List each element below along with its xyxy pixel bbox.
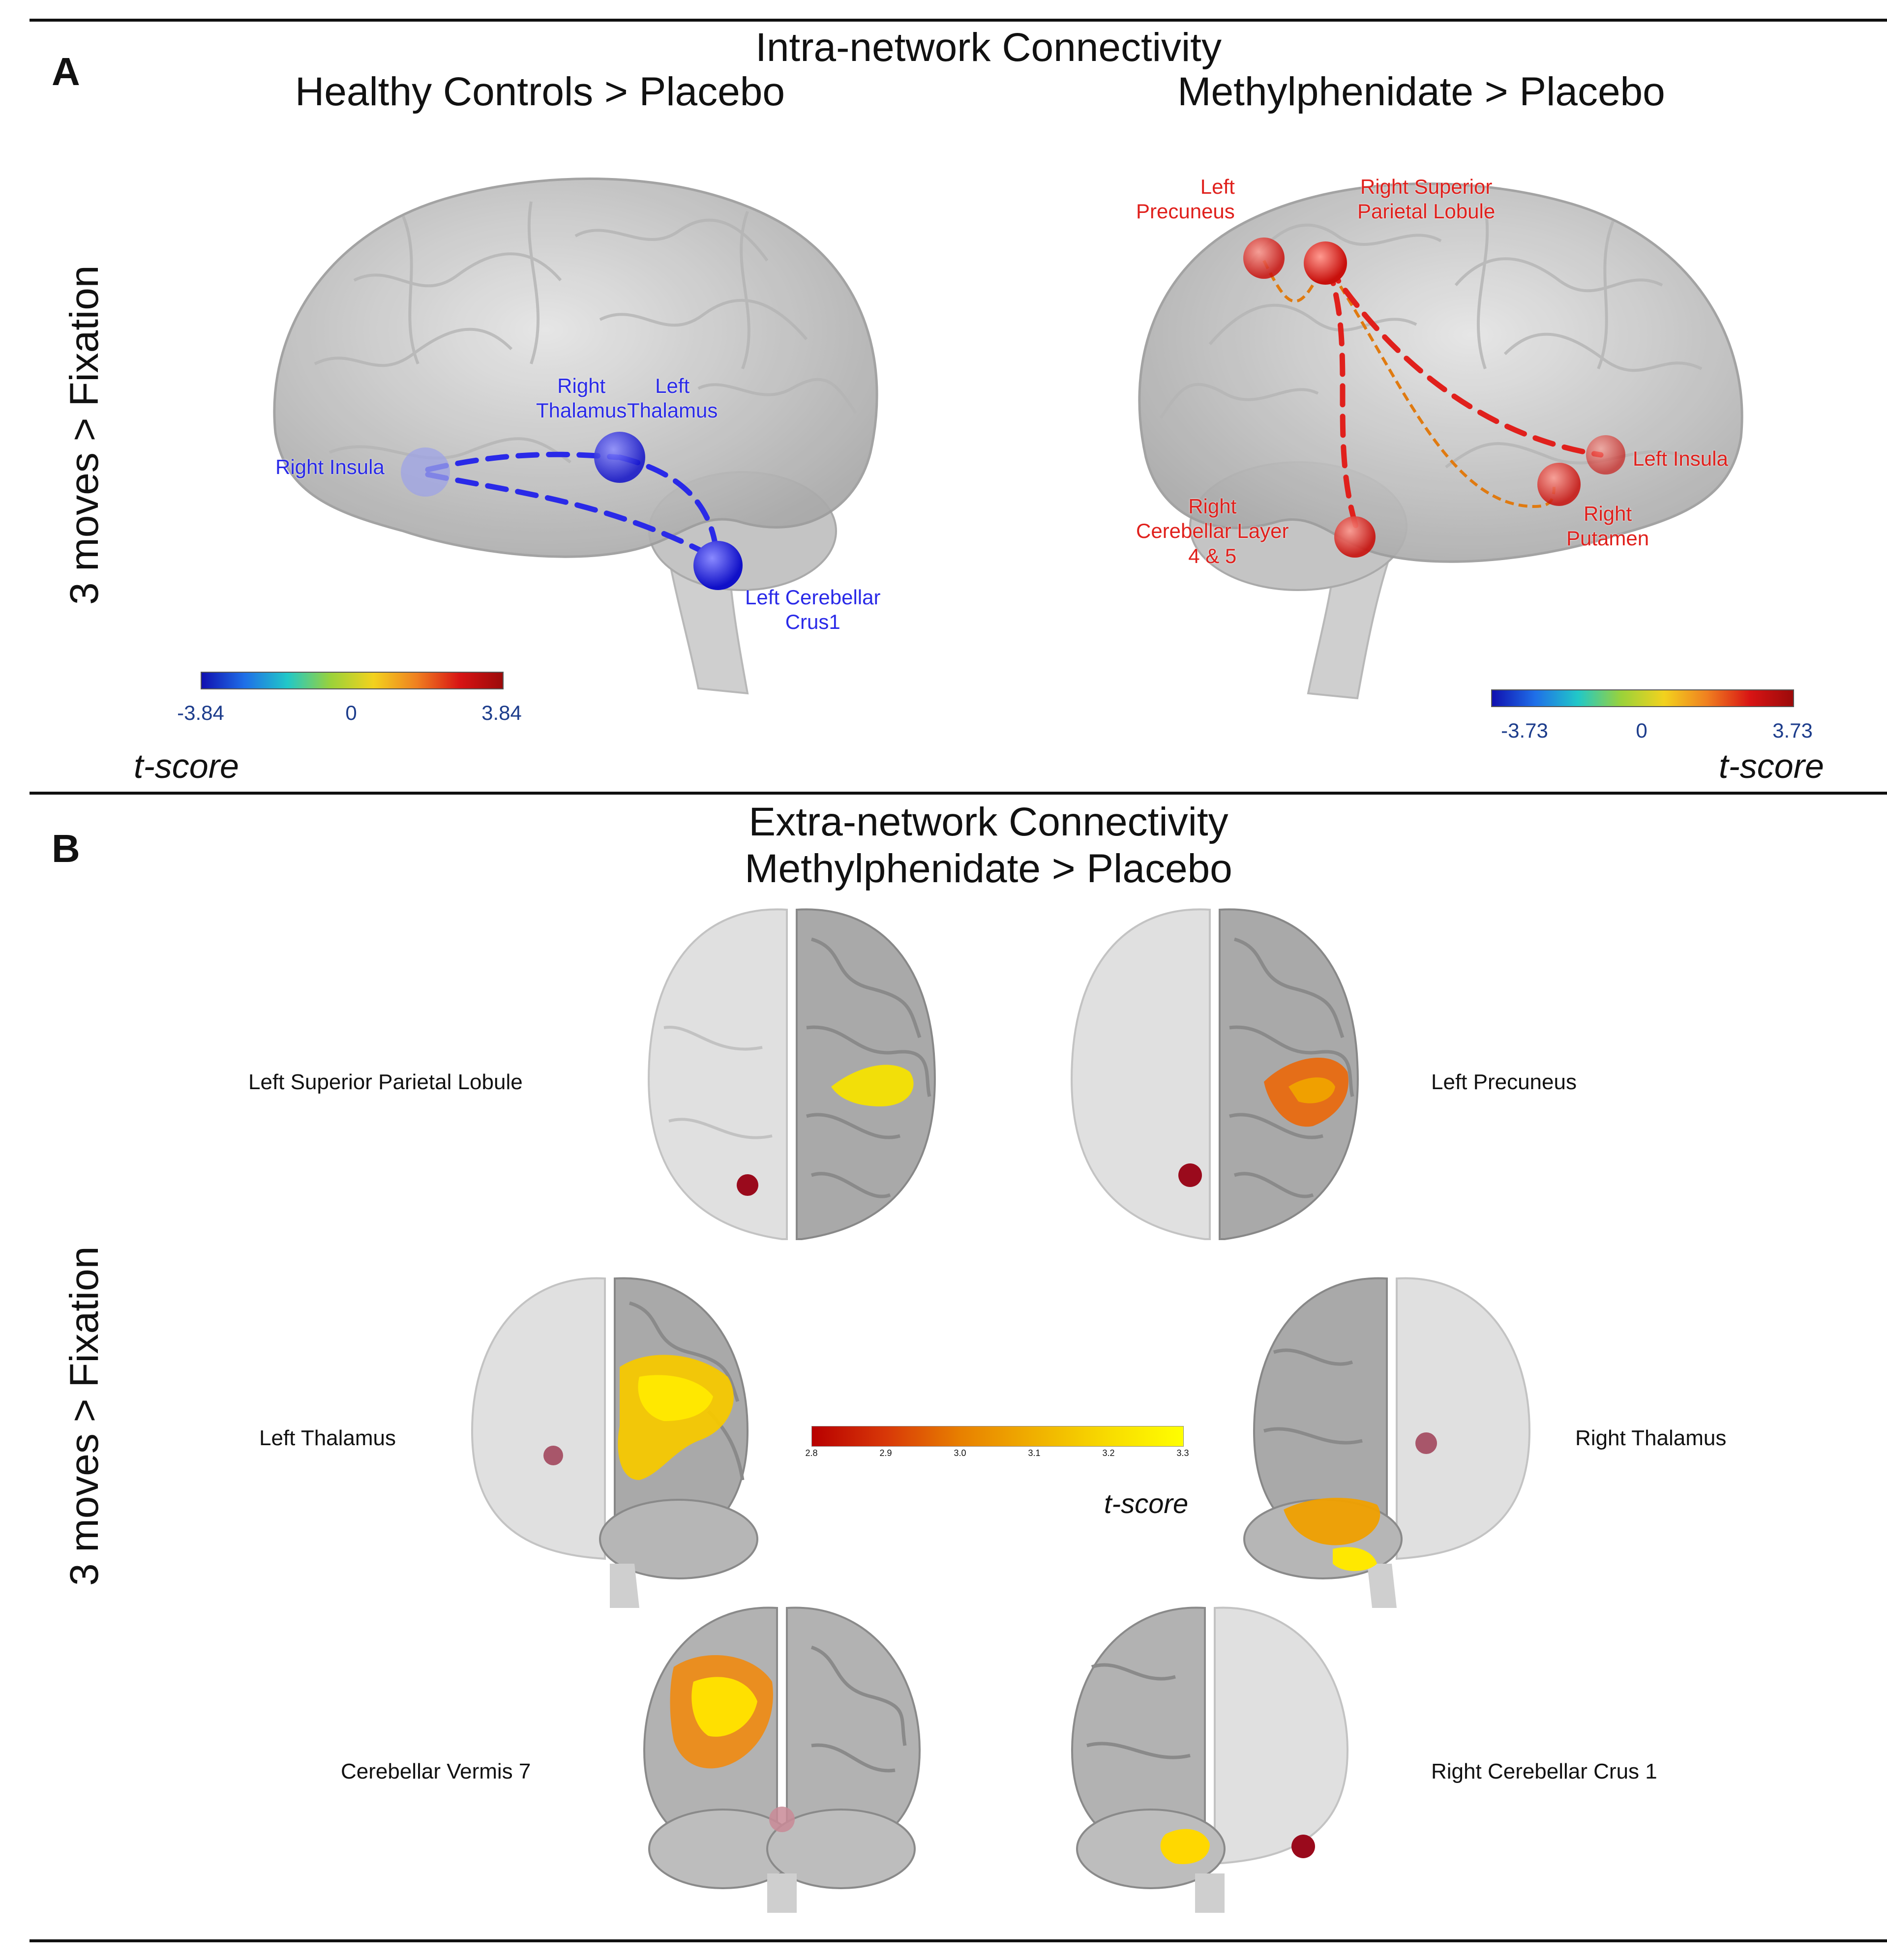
crus1-seed-sphere (1291, 1835, 1315, 1858)
cb-b-tick-0: 2.8 (805, 1448, 818, 1458)
panel-a-right-cb-min: -3.73 (1501, 719, 1548, 742)
left-thalamus-seed-sphere (543, 1446, 563, 1465)
brain-right-thalamus (1243, 1277, 1531, 1608)
label-left-thalamus: Left Thalamus (627, 374, 718, 423)
bottom-rule (30, 1939, 1887, 1942)
label-left-cerebellar-crus1-text: Left Cerebellar Crus1 (745, 586, 881, 634)
panel-a-left-colorbar (201, 672, 504, 689)
panel-a-right-cb-mid: 0 (1636, 719, 1647, 742)
label-right-cerebellar-layer: Right Cerebellar Layer 4 & 5 (1136, 494, 1289, 568)
right-spl-node (1304, 241, 1347, 285)
label-b-left-precuneus: Left Precuneus (1431, 1070, 1577, 1094)
label-right-insula: Right Insula (275, 455, 385, 478)
brain-left-thalamus (471, 1277, 758, 1608)
panel-a-left-cb-label: t-score (134, 747, 239, 785)
middle-rule (30, 792, 1887, 795)
panel-b-letter: B (52, 827, 80, 870)
brain-cerebellar-vermis-7 (643, 1606, 921, 1913)
label-left-cerebellar-crus1: Left Cerebellar Crus1 (745, 585, 880, 635)
label-right-spl: Right Superior Parietal Lobule (1357, 175, 1495, 224)
right-putamen-node (1537, 463, 1581, 506)
panel-b-colorbar-label: t-score (1104, 1488, 1189, 1519)
panel-a-left-subtitle: Healthy Controls > Placebo (295, 69, 785, 114)
panel-a-right-cb-max: 3.73 (1772, 719, 1813, 742)
panel-a-letter: A (52, 50, 80, 93)
label-b-cerebellar-vermis-7: Cerebellar Vermis 7 (341, 1759, 531, 1783)
panel-a-left-cb-min: -3.84 (177, 701, 224, 724)
cb-b-tick-5: 3.3 (1176, 1448, 1189, 1458)
label-right-putamen: Right Putamen (1566, 502, 1649, 551)
brain-left-spl (648, 908, 936, 1240)
panel-a-left-cb-mid: 0 (345, 701, 357, 724)
label-b-left-spl: Left Superior Parietal Lobule (248, 1070, 523, 1094)
label-b-left-thalamus: Left Thalamus (259, 1426, 396, 1450)
label-left-precuneus: Left Precuneus (1136, 175, 1235, 224)
vermis-seed-sphere (769, 1807, 795, 1832)
cb-b-tick-3: 3.1 (1028, 1448, 1041, 1458)
label-b-right-cerebellar-crus-1: Right Cerebellar Crus 1 (1431, 1759, 1657, 1783)
label-left-insula: Left Insula (1633, 447, 1728, 470)
thalamus-node (594, 432, 645, 483)
left-cerebellar-crus1-node (693, 541, 743, 590)
brain-left-precuneus (1071, 908, 1359, 1240)
label-right-putamen-text: Right Putamen (1566, 502, 1649, 550)
label-right-thalamus-text: Right Thalamus (536, 374, 627, 422)
panel-b-row-label: 3 moves > Fixation (62, 1246, 107, 1586)
label-right-cerebellar-layer-text: Right Cerebellar Layer 4 & 5 (1136, 495, 1289, 567)
label-b-right-thalamus: Right Thalamus (1575, 1426, 1727, 1450)
panel-a-right-subtitle: Methylphenidate > Placebo (1177, 69, 1665, 114)
spl-seed-sphere (737, 1174, 758, 1196)
panel-a-left-brain (273, 178, 878, 695)
panel-b-colorbar (811, 1426, 1184, 1447)
panel-a-title: Intra-network Connectivity (755, 25, 1222, 70)
cb-b-tick-2: 3.0 (954, 1448, 966, 1458)
cb-b-tick-1: 2.9 (879, 1448, 892, 1458)
cb-b-tick-4: 3.2 (1102, 1448, 1115, 1458)
label-left-thalamus-text: Left Thalamus (627, 374, 718, 422)
panel-a-row-label: 3 moves > Fixation (62, 265, 107, 605)
panel-a-right-cb-label: t-score (1719, 747, 1824, 785)
label-left-precuneus-text: Left Precuneus (1136, 175, 1235, 223)
right-thalamus-seed-sphere (1415, 1432, 1437, 1454)
precuneus-seed-sphere (1178, 1163, 1202, 1187)
left-insula-node (1586, 435, 1625, 475)
right-cerebellar-layer-node (1334, 516, 1376, 558)
panel-b-title: Extra-network Connectivity (749, 800, 1228, 844)
brain-right-cerebellar-crus-1 (1071, 1606, 1349, 1913)
panel-a-right-brain (1138, 182, 1743, 700)
right-insula-node (401, 447, 450, 497)
panel-b-colorbar-ticks: 2.8 2.9 3.0 3.1 3.2 3.3 (805, 1448, 1189, 1460)
left-precuneus-node (1243, 238, 1285, 279)
panel-a-left-cb-max: 3.84 (481, 701, 522, 724)
panel-a-right-colorbar (1491, 689, 1794, 707)
top-rule (30, 19, 1887, 22)
label-right-spl-text: Right Superior Parietal Lobule (1357, 175, 1496, 223)
label-right-thalamus: Right Thalamus (536, 374, 627, 423)
panel-b-subtitle: Methylphenidate > Placebo (745, 846, 1232, 891)
